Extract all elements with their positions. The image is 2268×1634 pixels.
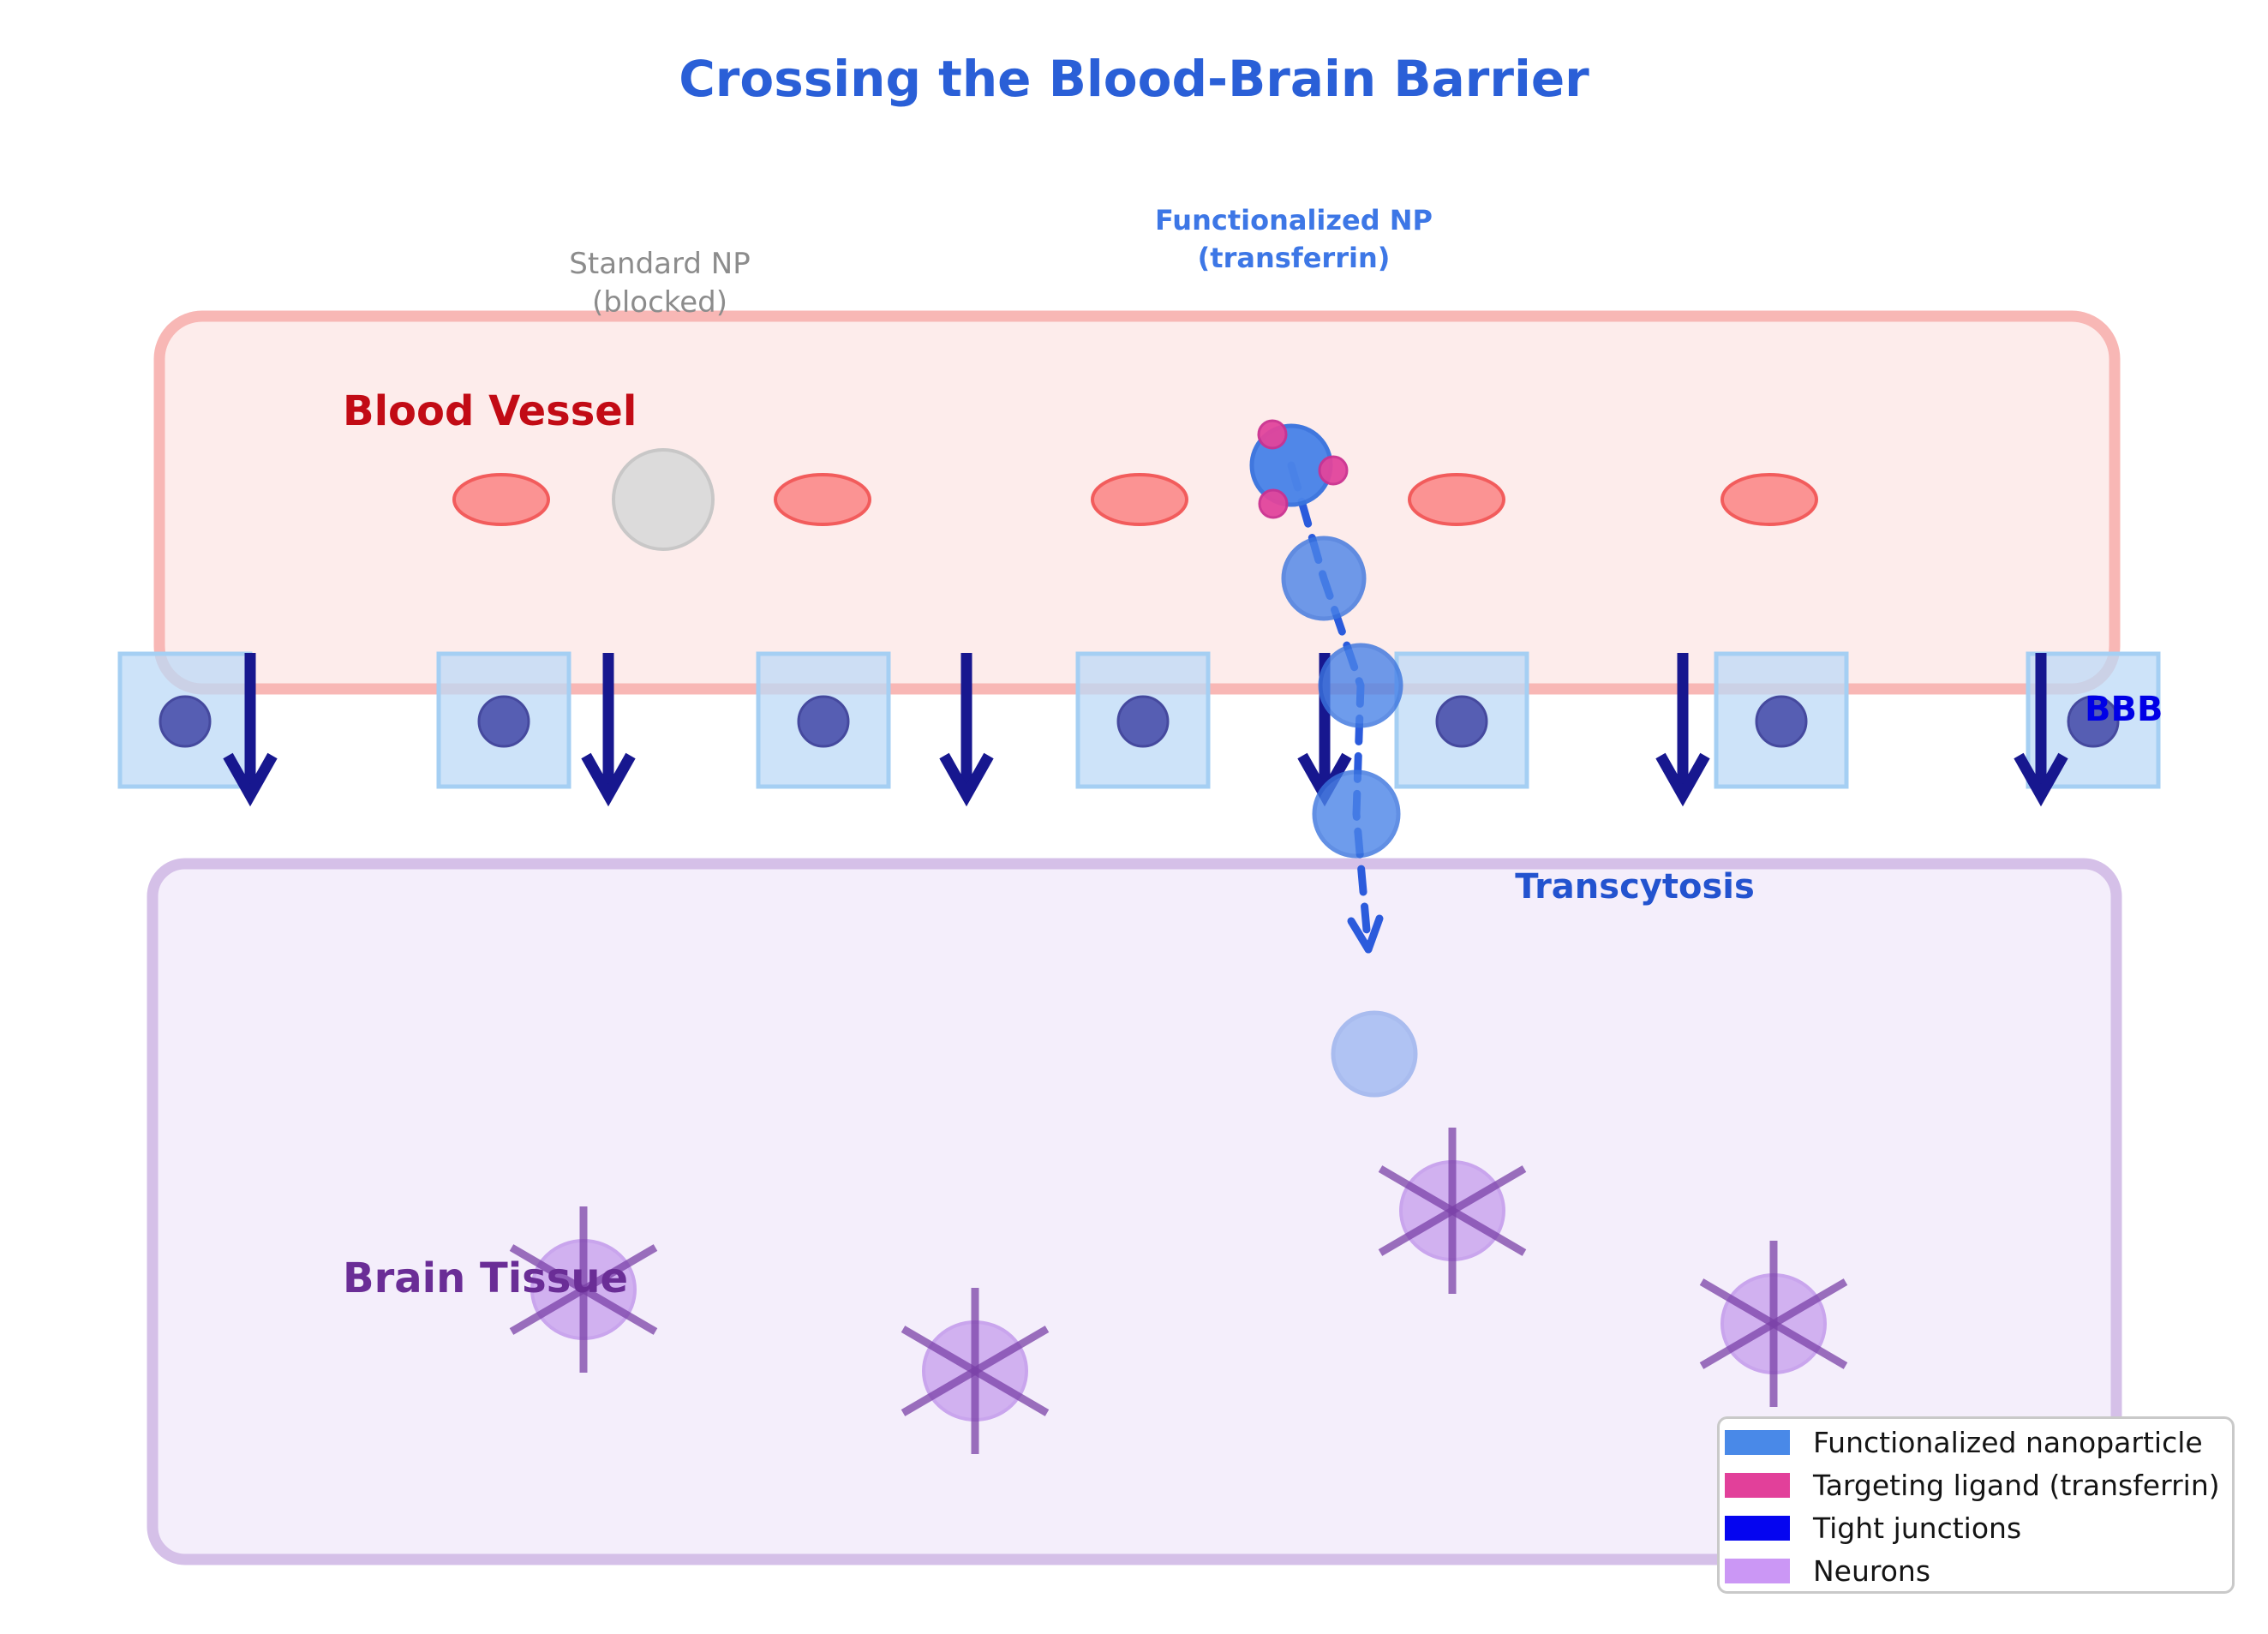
legend-item-label: Targeting ligand (transferrin): [1813, 1468, 2220, 1502]
red-blood-cell: [774, 473, 871, 526]
legend: Functionalized nanoparticle Targeting li…: [1717, 1416, 2235, 1594]
tight-junction-arrowhead: [581, 752, 636, 807]
tight-junction-arrowhead: [223, 752, 278, 807]
functionalized-np-label: Functionalized NP (transferrin): [1155, 204, 1433, 274]
transcytosis-arrowhead: [1347, 914, 1384, 954]
standard-np-label: Standard NP (blocked): [569, 247, 751, 320]
cell-nucleus: [1116, 695, 1170, 748]
legend-item-label: Tight junctions: [1813, 1511, 2022, 1545]
cell-nucleus: [1435, 695, 1488, 748]
cell-nucleus: [2067, 695, 2120, 748]
targeting-ligand: [1257, 419, 1288, 450]
tight-junction-arrowhead: [1655, 752, 1710, 807]
red-blood-cell: [1408, 473, 1505, 526]
legend-swatch-neurons: [1725, 1558, 1790, 1583]
page-title: Crossing the Blood-Brain Barrier: [679, 50, 1589, 108]
functionalized-nanoparticle: [1312, 769, 1401, 859]
legend-item-tight-junctions: Tight junctions: [1725, 1506, 2232, 1549]
targeting-ligand: [1318, 455, 1349, 486]
endothelial-cell: [756, 651, 891, 789]
blood-vessel-label: Blood Vessel: [343, 387, 637, 435]
legend-item-label: Neurons: [1813, 1553, 1931, 1588]
transcytosis-label: Transcytosis: [1515, 867, 1755, 907]
legend-item-targeting-ligand: Targeting ligand (transferrin): [1725, 1463, 2232, 1506]
legend-item-neurons: Neurons: [1725, 1549, 2232, 1592]
neuron-dendrite: [1378, 1165, 1527, 1256]
endothelial-cell: [1075, 651, 1211, 789]
legend-swatch-targeting-ligand: [1725, 1472, 1790, 1498]
brain-tissue-region: [147, 858, 2122, 1565]
tight-junction-arrowhead: [939, 752, 994, 807]
legend-item-label: Functionalized nanoparticle: [1813, 1425, 2203, 1459]
legend-item-functionalized-nanoparticle: Functionalized nanoparticle: [1725, 1421, 2232, 1463]
functionalized-nanoparticle: [1331, 1010, 1418, 1098]
cell-nucleus: [477, 695, 530, 748]
cell-nucleus: [797, 695, 850, 748]
legend-swatch-tight-junctions: [1725, 1515, 1790, 1541]
functionalized-nanoparticle: [1318, 643, 1403, 728]
standard-np-blocked: [612, 448, 715, 551]
functionalized-nanoparticle: [1281, 536, 1367, 621]
targeting-ligand: [1258, 488, 1289, 519]
neuron-dendrite: [1699, 1278, 1848, 1369]
red-blood-cell: [1720, 473, 1818, 526]
neuron-dendrite: [509, 1244, 658, 1335]
red-blood-cell: [1091, 473, 1188, 526]
brain-tissue-label: Brain Tissue: [343, 1254, 629, 1302]
red-blood-cell: [452, 473, 550, 526]
legend-swatch-functionalized-nanoparticle: [1725, 1429, 1790, 1455]
cell-nucleus: [1755, 695, 1808, 748]
cell-nucleus: [159, 695, 212, 748]
tight-junction-arrowhead: [2014, 752, 2068, 807]
bbb-label: BBB: [2085, 690, 2163, 729]
neuron-dendrite: [901, 1326, 1050, 1416]
